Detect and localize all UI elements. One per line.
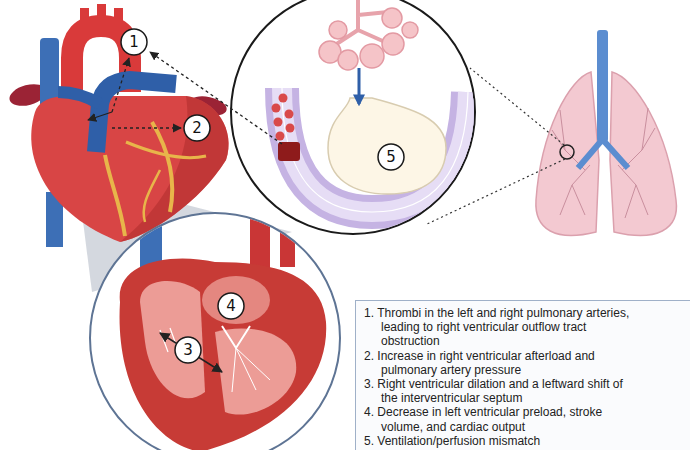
- zoom-marker: [560, 145, 574, 159]
- right-ventricle: [140, 281, 205, 398]
- callout-label: 4: [226, 299, 236, 314]
- alveolus-circle: [231, 0, 475, 234]
- pulmonary-artery: [58, 92, 100, 104]
- callout-number: 1: [120, 28, 148, 56]
- pulmonary-vessel: [280, 222, 295, 267]
- callout-label: 3: [183, 343, 193, 358]
- callout-label: 1: [129, 35, 139, 50]
- trachea: [597, 30, 608, 142]
- callout-circle: [121, 29, 147, 55]
- callout-circle: [184, 115, 210, 141]
- list-item: 3. Right ventricular dilation and a left…: [364, 377, 640, 405]
- coronary-artery: [144, 170, 160, 222]
- thrombus: [278, 142, 300, 161]
- lungs-illustration: [536, 30, 677, 235]
- alveolus: [402, 22, 418, 38]
- airflow-arrow: [358, 68, 361, 104]
- callout-label: 5: [386, 150, 396, 165]
- left-atrium: [202, 276, 270, 324]
- list-item: 1. Thrombi in the left and right pulmona…: [364, 306, 640, 349]
- heart-illustration: [7, 4, 229, 247]
- zoom-circle: [90, 213, 340, 450]
- red-blood-cell: [286, 124, 295, 133]
- list-item: 4. Decrease in left ventricular preload,…: [364, 405, 640, 433]
- right-lung: [610, 72, 676, 235]
- capillary-lumen: [282, 88, 468, 212]
- alveolus: [382, 8, 402, 28]
- leader-arrow: [112, 58, 129, 112]
- callout-circle: [218, 293, 244, 319]
- heart-cross-section: [120, 212, 327, 450]
- red-blood-cell: [276, 132, 285, 141]
- callout-number: 5: [377, 143, 405, 171]
- callout-label: 2: [192, 121, 202, 136]
- list-item: 5. Ventilation/perfusion mismatch: [364, 434, 640, 448]
- list-item: 2. Increase in right ventricular afterlo…: [364, 349, 640, 377]
- valve: [222, 326, 250, 348]
- bronchus: [578, 140, 628, 168]
- callout-circle: [378, 144, 404, 170]
- callout-number: 2: [183, 114, 211, 142]
- heart-wall: [120, 258, 327, 450]
- alveolar-sac: [328, 98, 446, 194]
- callout-number: 4: [217, 292, 245, 320]
- coronary-artery: [105, 155, 125, 236]
- alveolus-illustration: [272, 0, 469, 212]
- zoom-line: [470, 68, 564, 145]
- alveolus: [329, 21, 347, 39]
- coronary-artery: [152, 122, 172, 212]
- dilation-arrow: [160, 333, 222, 372]
- alveolus: [338, 50, 358, 70]
- red-blood-cell: [274, 118, 283, 127]
- left-ventricle: [215, 328, 296, 414]
- callout-circle: [175, 337, 201, 363]
- legend-box: 1. Thrombi in the left and right pulmona…: [355, 300, 690, 450]
- alveolus: [360, 44, 384, 68]
- capillary: [282, 88, 468, 212]
- red-blood-cell: [272, 104, 281, 113]
- zoom-line: [425, 159, 565, 225]
- leader-arrow: [88, 112, 112, 120]
- red-blood-cell: [285, 110, 294, 119]
- coronary-artery: [126, 142, 206, 158]
- red-blood-cell: [279, 94, 288, 103]
- chordae: [232, 348, 270, 392]
- leader-arrow: [150, 52, 282, 144]
- capillary-line: [282, 88, 468, 212]
- callout-number: 3: [174, 336, 202, 364]
- leader-arrow: [112, 127, 181, 128]
- alveolus: [382, 33, 404, 55]
